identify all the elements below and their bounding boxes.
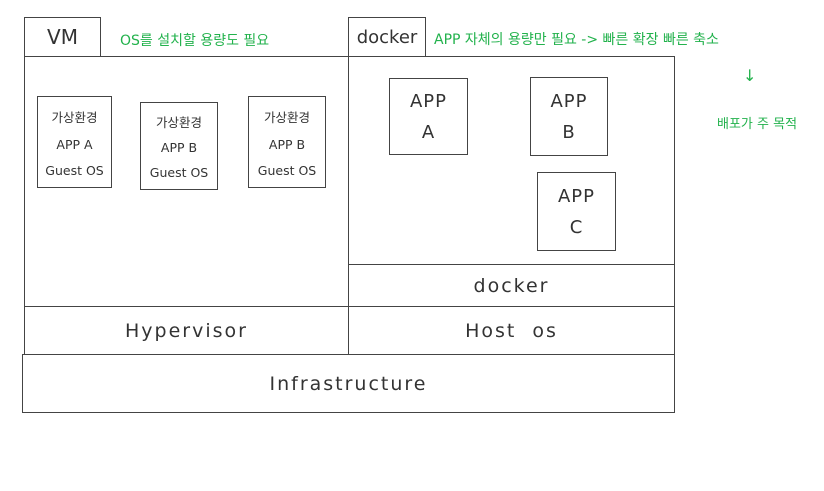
app-letter: C bbox=[569, 216, 584, 238]
env-title: 가상환경 bbox=[263, 109, 310, 125]
app-name: APP bbox=[409, 90, 448, 112]
host-os-label: Host os bbox=[465, 319, 558, 342]
infrastructure-label: Infrastructure bbox=[269, 372, 428, 395]
virtual-env-1: 가상환경 APP A Guest OS bbox=[37, 96, 112, 188]
hypervisor-layer: Hypervisor bbox=[24, 306, 349, 355]
docker-engine-layer: docker bbox=[348, 264, 675, 307]
virtual-env-2: 가상환경 APP B Guest OS bbox=[140, 102, 218, 190]
docker-tab-label: docker bbox=[356, 26, 418, 48]
infrastructure-layer: Infrastructure bbox=[22, 354, 675, 413]
down-arrow-icon: ↓ bbox=[743, 66, 757, 85]
env-app: APP A bbox=[56, 136, 93, 152]
env-title: 가상환경 bbox=[155, 114, 202, 130]
docker-note-2: 배포가 주 목적 bbox=[717, 117, 798, 132]
env-os: Guest OS bbox=[257, 162, 317, 178]
app-c: APP C bbox=[537, 172, 616, 251]
app-name: APP bbox=[550, 90, 588, 112]
app-letter: B bbox=[562, 121, 576, 143]
env-app: APP B bbox=[160, 140, 198, 156]
env-os: Guest OS bbox=[149, 165, 209, 181]
docker-engine-label: docker bbox=[473, 274, 550, 297]
docker-note: APP 자체의 용량만 필요 -> 빠른 확장 빠른 축소 bbox=[434, 32, 719, 48]
vm-note: OS를 설치할 용량도 필요 bbox=[120, 33, 270, 49]
app-name: APP bbox=[557, 185, 596, 207]
app-letter: A bbox=[421, 121, 436, 143]
hypervisor-label: Hypervisor bbox=[125, 319, 248, 342]
host-os-layer: Host os bbox=[348, 306, 675, 355]
app-b: APP B bbox=[530, 77, 608, 156]
vm-tab: VM bbox=[24, 17, 101, 57]
env-title: 가상환경 bbox=[51, 109, 98, 125]
docker-tab: docker bbox=[348, 17, 426, 57]
virtual-env-3: 가상환경 APP B Guest OS bbox=[248, 96, 326, 188]
vm-tab-label: VM bbox=[47, 25, 78, 49]
env-os: Guest OS bbox=[45, 162, 104, 178]
app-a: APP A bbox=[389, 78, 468, 155]
env-app: APP B bbox=[268, 136, 306, 152]
vm-column bbox=[24, 56, 349, 355]
